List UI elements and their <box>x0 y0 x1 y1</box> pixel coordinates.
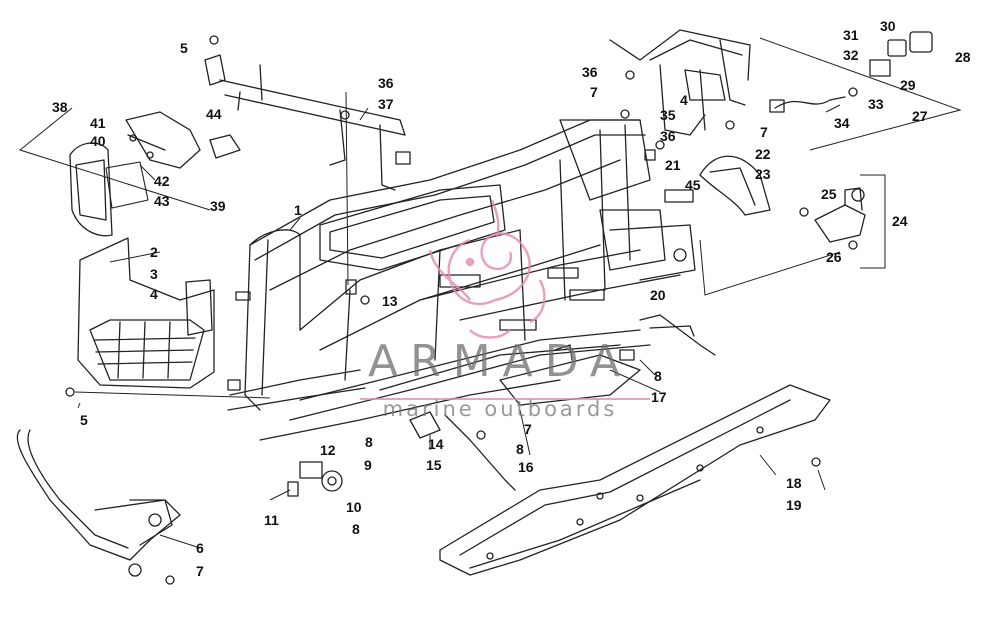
callout-1[interactable]: 1 <box>294 202 302 218</box>
callout-21[interactable]: 21 <box>665 157 681 173</box>
callout-8[interactable]: 8 <box>365 434 373 450</box>
callout-17[interactable]: 17 <box>651 389 667 405</box>
callout-40[interactable]: 40 <box>90 133 106 149</box>
callout-44[interactable]: 44 <box>206 106 222 122</box>
callout-5[interactable]: 5 <box>180 40 188 56</box>
mud-flap <box>699 155 771 216</box>
rear-rack <box>609 29 751 136</box>
callout-29[interactable]: 29 <box>900 77 916 93</box>
front-grille-cover <box>77 237 215 389</box>
callout-15[interactable]: 15 <box>426 457 442 473</box>
callout-41[interactable]: 41 <box>90 115 106 131</box>
callout-4[interactable]: 4 <box>150 286 158 302</box>
callout-4[interactable]: 4 <box>680 92 688 108</box>
leader-lines <box>18 37 962 549</box>
callout-13[interactable]: 13 <box>382 293 398 309</box>
callout-19[interactable]: 19 <box>786 497 802 513</box>
callout-6[interactable]: 6 <box>196 540 204 556</box>
callout-14[interactable]: 14 <box>428 436 444 452</box>
callout-5[interactable]: 5 <box>80 412 88 428</box>
headlight-assembly <box>69 111 241 237</box>
callout-35[interactable]: 35 <box>660 107 676 123</box>
callout-16[interactable]: 16 <box>518 459 534 475</box>
callout-36[interactable]: 36 <box>660 128 676 144</box>
front-bumper <box>16 429 181 577</box>
callout-36[interactable]: 36 <box>582 64 598 80</box>
callout-7[interactable]: 7 <box>524 421 532 437</box>
callout-36[interactable]: 36 <box>378 75 394 91</box>
callout-31[interactable]: 31 <box>843 27 859 43</box>
callout-24[interactable]: 24 <box>892 213 908 229</box>
callout-8[interactable]: 8 <box>654 368 662 384</box>
footrest-bracket <box>499 314 716 406</box>
callout-7[interactable]: 7 <box>760 124 768 140</box>
front-rack-bracket <box>204 54 411 191</box>
watermark-rule <box>360 398 650 400</box>
callout-43[interactable]: 43 <box>154 193 170 209</box>
callout-34[interactable]: 34 <box>834 115 850 131</box>
callout-8[interactable]: 8 <box>516 441 524 457</box>
callout-3[interactable]: 3 <box>150 266 158 282</box>
hitch-assembly <box>814 187 866 243</box>
callout-22[interactable]: 22 <box>755 146 771 162</box>
callout-32[interactable]: 32 <box>843 47 859 63</box>
linkage <box>409 411 516 491</box>
callout-8[interactable]: 8 <box>352 521 360 537</box>
fastener-hardware <box>65 35 858 585</box>
callout-37[interactable]: 37 <box>378 96 394 112</box>
callout-38[interactable]: 38 <box>52 99 68 115</box>
callout-7[interactable]: 7 <box>196 563 204 579</box>
callout-33[interactable]: 33 <box>868 96 884 112</box>
seahorse-logo-icon <box>428 199 546 339</box>
callout-30[interactable]: 30 <box>880 18 896 34</box>
callout-27[interactable]: 27 <box>912 108 928 124</box>
callout-26[interactable]: 26 <box>826 249 842 265</box>
callout-23[interactable]: 23 <box>755 166 771 182</box>
engine-mount-parts <box>287 461 343 497</box>
callout-20[interactable]: 20 <box>650 287 666 303</box>
main-frame <box>227 119 696 441</box>
callout-25[interactable]: 25 <box>821 186 837 202</box>
callout-10[interactable]: 10 <box>346 499 362 515</box>
callout-18[interactable]: 18 <box>786 475 802 491</box>
callout-2[interactable]: 2 <box>150 244 158 260</box>
callout-7[interactable]: 7 <box>590 84 598 100</box>
skid-plate <box>439 384 831 576</box>
callout-28[interactable]: 28 <box>955 49 971 65</box>
callout-12[interactable]: 12 <box>320 442 336 458</box>
callout-11[interactable]: 11 <box>264 512 279 528</box>
taillight-parts <box>769 31 933 113</box>
callout-9[interactable]: 9 <box>364 457 372 473</box>
callout-42[interactable]: 42 <box>154 173 170 189</box>
callout-45[interactable]: 45 <box>685 177 701 193</box>
callout-39[interactable]: 39 <box>210 198 226 214</box>
